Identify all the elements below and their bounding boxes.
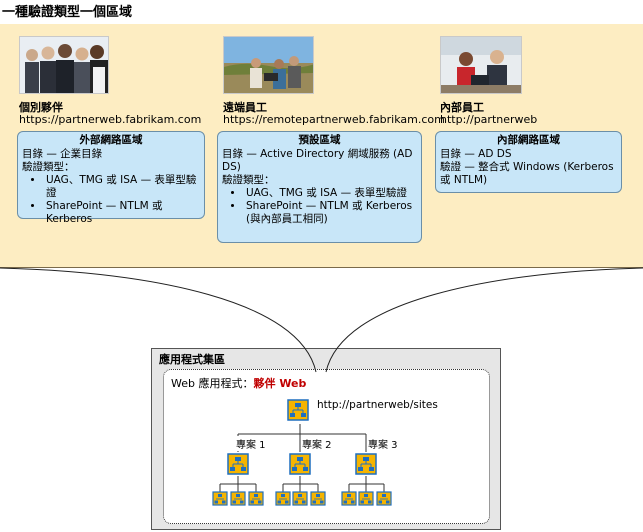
project-label-1: 專案 1 — [236, 436, 266, 451]
zone-bullet: UAG、TMG 或 ISA — 表單型驗證 — [44, 174, 200, 200]
user-url-internal: http://partnerweb — [440, 113, 538, 126]
zone-line: 驗證 — 整合式 Windows (Kerberos 或 NTLM) — [440, 161, 614, 186]
project-label-3: 專案 3 — [368, 436, 398, 451]
site-hierarchy-icon — [292, 491, 308, 506]
partners-photo — [19, 36, 109, 94]
zone-title: 外部網路區域 — [79, 134, 143, 146]
zone-title: 內部網路區域 — [497, 134, 560, 146]
site-hierarchy-icon — [248, 491, 264, 506]
site-hierarchy-icon — [227, 453, 249, 475]
site-hierarchy-icon — [275, 491, 291, 506]
site-hierarchy-icon — [287, 399, 309, 421]
zone-box-extranet: 外部網路區域 目錄 — 企業目錄 驗證類型： UAG、TMG 或 ISA — 表… — [17, 131, 205, 225]
site-hierarchy-icon — [355, 453, 377, 475]
site-collection-url: http://partnerweb/sites — [317, 399, 438, 411]
page-title: 一種驗證類型一個區域 — [2, 5, 133, 20]
zone-bullet: SharePoint — NTLM 或 Kerberos (與內部員工相同) — [244, 200, 417, 226]
user-url-partners: https://partnerweb.fabrikam.com — [19, 113, 202, 126]
zone-line: 驗證類型： — [222, 174, 275, 186]
site-hierarchy-icon — [358, 491, 374, 506]
zone-bullet-list: UAG、TMG 或 ISA — 表單型驗證 SharePoint — NTLM … — [222, 187, 417, 226]
zone-line: 目錄 — Active Directory 網域服務 (AD DS) — [222, 148, 413, 173]
site-hierarchy-icon — [212, 491, 228, 506]
remote-employees-photo — [223, 36, 314, 94]
user-name-internal: 內部員工 — [440, 101, 484, 114]
web-application-prefix: Web 應用程式： — [171, 377, 254, 390]
zone-line: 目錄 — AD DS — [440, 148, 512, 160]
zone-bullet: SharePoint — NTLM 或 Kerberos — [44, 200, 200, 226]
zone-bullet: UAG、TMG 或 ISA — 表單型驗證 — [244, 187, 417, 200]
site-hierarchy-icon — [230, 491, 246, 506]
zone-line: 驗證類型： — [22, 161, 75, 173]
project-label-2: 專案 2 — [302, 436, 332, 451]
application-pool-label: 應用程式集區 — [159, 353, 225, 366]
site-hierarchy-icon — [376, 491, 392, 506]
user-url-remote: https://remotepartnerweb.fabrikam.com — [223, 113, 445, 126]
web-application-name: 夥伴 Web — [253, 377, 307, 390]
zone-bullet-list: UAG、TMG 或 ISA — 表單型驗證 SharePoint — NTLM … — [22, 174, 200, 226]
zone-line: 目錄 — 企業目錄 — [22, 148, 103, 160]
user-name-partners: 個別夥伴 — [19, 101, 63, 114]
site-hierarchy-icon — [310, 491, 326, 506]
zone-box-default: 預設區域 目錄 — Active Directory 網域服務 (AD DS) … — [217, 131, 422, 243]
web-application-label: Web 應用程式：夥伴 Web — [171, 375, 306, 391]
site-hierarchy-icon — [289, 453, 311, 475]
site-hierarchy-icon — [341, 491, 357, 506]
internal-employees-photo — [440, 36, 522, 94]
zone-title: 預設區域 — [298, 134, 341, 146]
user-name-remote: 遠端員工 — [223, 101, 267, 114]
zone-box-intranet: 內部網路區域 目錄 — AD DS 驗證 — 整合式 Windows (Kerb… — [435, 131, 622, 193]
